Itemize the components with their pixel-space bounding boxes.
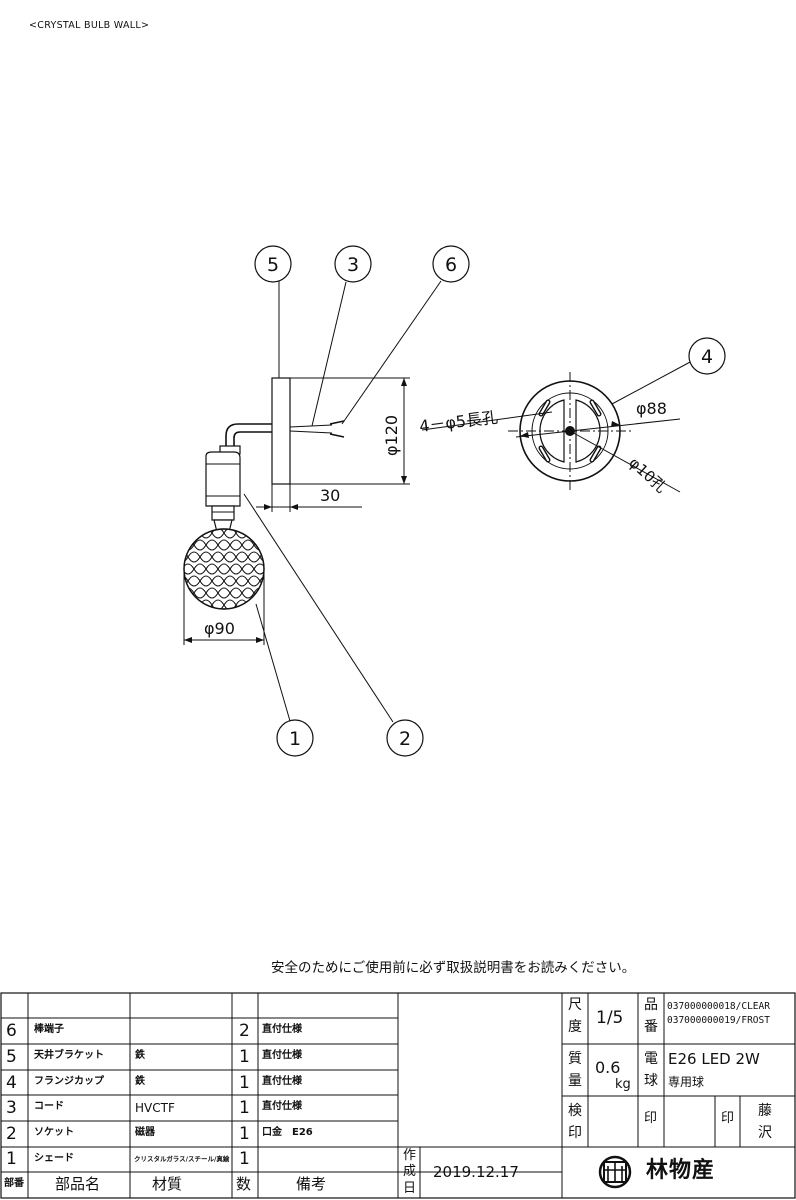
company-logo: [598, 1155, 632, 1189]
dim-flange-height-label: φ120: [382, 415, 401, 456]
flange-plate: [271, 377, 291, 485]
header-no: 部番: [4, 1178, 24, 1189]
bulb-note: 専用球: [668, 1075, 705, 1089]
part-number-1: 037000000018/CLEAR: [667, 1001, 770, 1012]
part-material: クリスタルガラス/スチール/真鍮: [134, 1155, 230, 1163]
part-note: 直付仕様: [262, 1024, 302, 1035]
dim-flange-depth: [256, 484, 362, 512]
part-name: ソケット: [34, 1127, 74, 1138]
header-note: 備考: [296, 1175, 327, 1193]
arm-lower: [233, 431, 272, 450]
table-row: 6: [6, 1021, 17, 1041]
svg-text:4: 4: [701, 346, 713, 368]
part-material: HVCTF: [135, 1101, 175, 1115]
dim-flange-depth-label: 30: [320, 486, 340, 505]
part-material: 磁器: [135, 1127, 155, 1138]
svg-text:1: 1: [289, 728, 301, 750]
part-qty: 1: [239, 1098, 250, 1118]
dim-flange-height: [290, 377, 410, 485]
part-material: 鉄: [135, 1050, 145, 1061]
callout-1: 1: [276, 719, 314, 757]
dim-shade-dia-label: φ90: [204, 619, 235, 638]
flange-top-view: [421, 372, 681, 493]
part-note: 直付仕様: [262, 1050, 302, 1061]
weight-unit: kg: [615, 1077, 631, 1092]
socket-body: [205, 451, 241, 507]
part-number-2: 037000000019/FROST: [667, 1015, 770, 1026]
callout-leaders: [243, 280, 693, 723]
part-name: シェード: [34, 1153, 74, 1164]
part-note: 直付仕様: [262, 1101, 302, 1112]
callout-5: 5: [254, 245, 292, 283]
terminal-2: [329, 433, 345, 438]
part-qty: 1: [239, 1073, 250, 1093]
header-name: 部品名: [55, 1175, 101, 1193]
part-name: 棒端子: [34, 1024, 64, 1035]
table-row: 5: [6, 1047, 17, 1067]
callout-4: 4: [688, 337, 726, 375]
drawing-title: <CRYSTAL BULB WALL>: [29, 20, 150, 31]
dim-flange-dia-label: φ88: [636, 399, 667, 418]
part-name: フランジカップ: [34, 1076, 104, 1087]
table-row: 1: [6, 1149, 17, 1169]
weight-value: 0.6: [595, 1058, 621, 1077]
table-row: 4: [6, 1073, 17, 1093]
table-grid: [0, 992, 796, 1199]
header-material: 材質: [152, 1175, 183, 1193]
socket-neck: [211, 505, 235, 521]
callout-6: 6: [432, 245, 470, 283]
scale-value: 1/5: [596, 1008, 624, 1028]
dim-center-hole-label: φ10孔: [625, 454, 670, 497]
created-date: 2019.12.17: [433, 1163, 519, 1181]
bulb-spec: E26 LED 2W: [668, 1050, 760, 1068]
lamp-side-view: [183, 377, 345, 610]
svg-text:5: 5: [267, 254, 279, 276]
dim-slots-label: 4－φ5長孔: [418, 407, 499, 435]
header-qty: 数: [236, 1175, 252, 1193]
company-name: 林物産: [646, 1158, 716, 1183]
svg-text:6: 6: [445, 254, 457, 276]
part-qty: 1: [239, 1149, 250, 1169]
part-note: 直付仕様: [262, 1076, 302, 1087]
part-material: 鉄: [135, 1076, 145, 1087]
part-qty: 2: [239, 1021, 250, 1041]
callout-2: 2: [386, 719, 424, 757]
arm-upper: [225, 423, 272, 450]
cord-wire-2: [289, 430, 333, 434]
svg-text:3: 3: [347, 254, 359, 276]
table-row: 2: [6, 1124, 17, 1144]
part-qty: 1: [239, 1124, 250, 1144]
table-row: 3: [6, 1098, 17, 1118]
stamp-2: 印: [721, 1111, 735, 1126]
callout-3: 3: [334, 245, 372, 283]
approver-2: 沢: [758, 1125, 772, 1141]
part-qty: 1: [239, 1047, 250, 1067]
safety-note: 安全のためにご使用前に必ず取扱説明書をお読みください。: [271, 960, 636, 976]
stamp-1: 印: [644, 1111, 658, 1126]
part-note: 口金 E26: [262, 1127, 313, 1138]
part-name: 天井ブラケット: [34, 1050, 104, 1061]
svg-text:2: 2: [399, 728, 411, 750]
cord-wire-1: [289, 424, 333, 428]
part-name: コード: [34, 1101, 64, 1112]
terminal-1: [329, 420, 345, 425]
dim-shade-dia: [183, 569, 265, 645]
approver-1: 藤: [758, 1103, 772, 1119]
